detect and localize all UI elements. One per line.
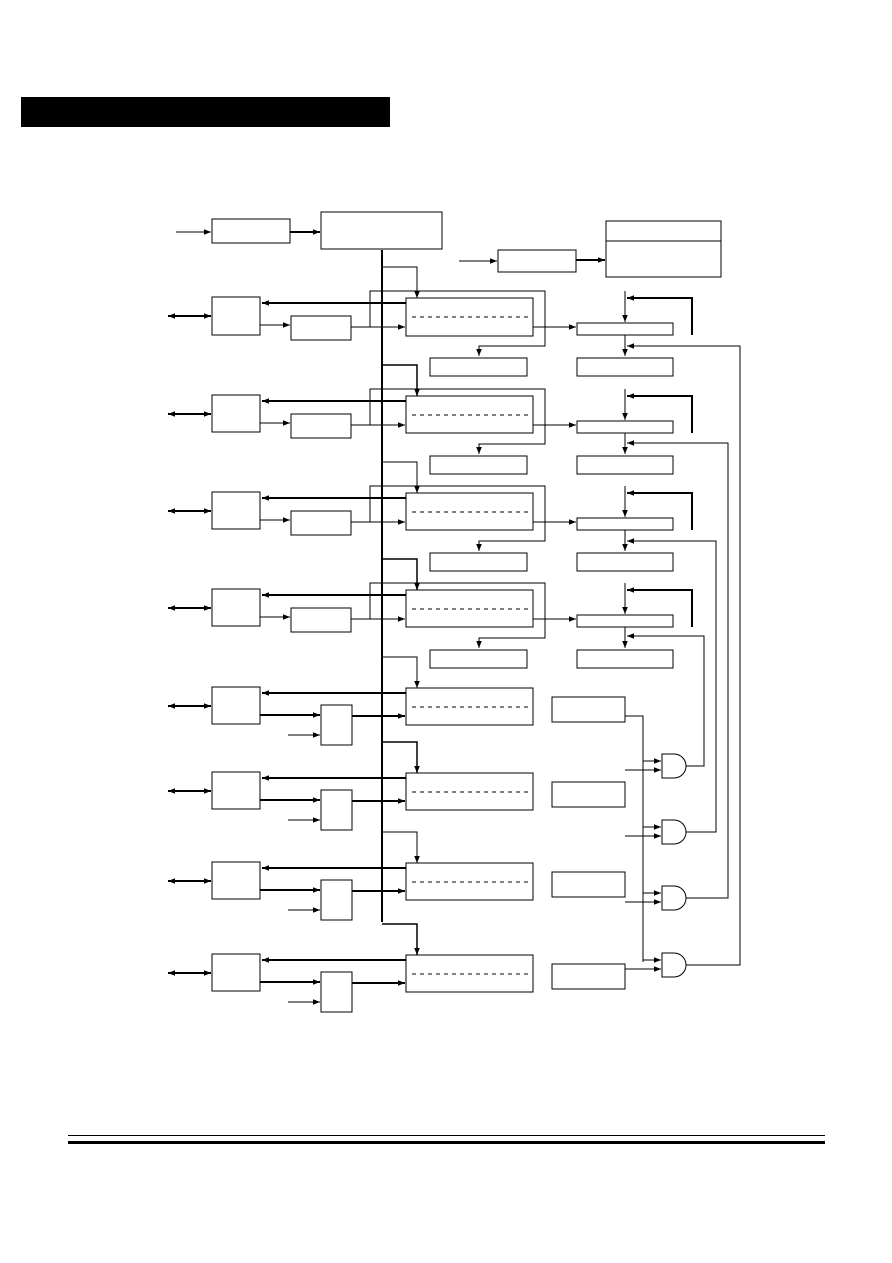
synchronizer-1-box (290, 315, 352, 341)
pin-buffer-8-box (211, 953, 261, 992)
port-register-2-box (405, 395, 534, 434)
gate-2-feedback-arrow (627, 538, 717, 833)
timer-latch-3-box (576, 552, 674, 572)
enable-bus-line (625, 715, 644, 962)
compare-2-box (576, 420, 674, 434)
bus-tap-6-arrow (382, 741, 420, 773)
port-register-5-box (405, 687, 534, 726)
interrupt-8-box (551, 963, 626, 990)
status-register-box (605, 220, 722, 278)
feedback-2-arrow (627, 393, 693, 433)
footer-rule-thin (68, 1135, 825, 1136)
clock-generator-box (211, 218, 291, 244)
feedback-3-arrow (627, 490, 693, 530)
pin-buffer-2-box (211, 394, 261, 433)
pin-buffer-3-box (211, 491, 261, 530)
output-latch-2-box (429, 455, 528, 475)
mux-8-box (320, 971, 353, 1013)
port-register-6-box (405, 772, 534, 811)
synchronizer-4-box (290, 607, 352, 633)
register-loop-1 (369, 290, 546, 356)
gate-3-feedback-arrow (627, 440, 729, 899)
control-logic-box (320, 211, 443, 250)
feedback-1-arrow (627, 295, 693, 335)
output-latch-3-box (429, 552, 528, 572)
bus-tap-5-arrow (382, 656, 420, 688)
synchronizer-3-box (290, 510, 352, 536)
pin-buffer-1-box (211, 296, 261, 336)
and-gate-1 (661, 753, 687, 779)
bus-tap-4-arrow (382, 558, 420, 590)
bus-tap-8-arrow (382, 923, 420, 955)
port-register-4-box (405, 589, 534, 628)
and-gate-2 (661, 819, 687, 845)
synchronizer-2-box (290, 413, 352, 439)
port-register-7-box (405, 862, 534, 901)
mux-6-box (320, 789, 353, 831)
timer-latch-4-box (576, 649, 674, 669)
gate-1-feedback-arrow (627, 633, 705, 767)
port-register-1-box (405, 297, 534, 337)
mux-7-box (320, 879, 353, 921)
and-gate-4 (661, 952, 687, 978)
pin-buffer-5-box (211, 686, 261, 725)
output-latch-1-box (429, 357, 528, 377)
timer-latch-2-box (576, 455, 674, 475)
port-register-8-box (405, 954, 534, 993)
register-loop-3 (369, 485, 546, 551)
mux-5-box (320, 704, 353, 746)
compare-4-box (576, 614, 674, 628)
output-latch-4-box (429, 649, 528, 669)
and-gate-3 (661, 885, 687, 911)
prescaler-box (497, 249, 577, 273)
gate-4-feedback-arrow (627, 343, 741, 966)
port-register-3-box (405, 492, 534, 531)
register-loop-2 (369, 388, 546, 454)
interrupt-5-box (551, 696, 626, 723)
footer-rule-thick (68, 1141, 825, 1144)
compare-1-box (576, 322, 674, 336)
bus-tap-3-arrow (382, 461, 420, 493)
pin-buffer-6-box (211, 771, 261, 810)
timer-latch-1-box (576, 357, 674, 377)
pin-buffer-7-box (211, 861, 261, 900)
interrupt-7-box (551, 871, 626, 898)
bus-tap-1-arrow (382, 266, 420, 298)
compare-3-box (576, 517, 674, 531)
bus-tap-2-arrow (382, 364, 420, 396)
feedback-4-arrow (627, 587, 693, 627)
section-title-bar (21, 97, 390, 127)
register-loop-4 (369, 582, 546, 648)
pin-buffer-4-box (211, 588, 261, 627)
interrupt-6-box (551, 781, 626, 808)
bus-tap-7-arrow (382, 831, 420, 863)
